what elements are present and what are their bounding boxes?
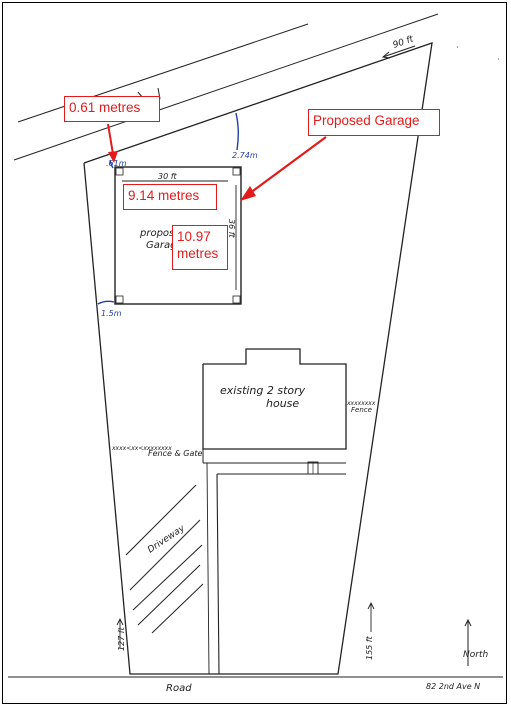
garage-depth-hand: 36 ft [227,219,236,239]
fence-right-label: Fence [351,406,372,414]
garage-label-2: Garag [146,240,176,251]
garage-corner-bl [115,295,124,304]
driveway-hatch-4 [137,564,201,626]
left-dim-arrowhead [116,617,124,626]
proposed-garage-callout: Proposed Garage [308,109,440,136]
setback-side-line [235,112,239,151]
fence-marks-left: xxxx<xx<xxxxxxxx [111,445,172,452]
setback-front-callout: 0.61 metres [64,96,160,122]
lot-top-dimension: 90 ft [392,34,416,50]
garage-corner-br [232,295,241,304]
fence-marks-right: xxxxxxxx [346,400,376,407]
depth-callout: 10.97 metres [172,225,228,270]
proposed-garage-outline [114,166,242,305]
garage-corner-tr [232,167,241,176]
driveway-inner-edge [206,462,210,675]
garage-label-1: propose [139,228,180,239]
setback-rear-hand: 1.5m [101,309,122,318]
address-label: 82 2nd Ave N [426,682,480,691]
red-arrowhead-setback [108,151,118,163]
house-label-1: existing 2 story [220,384,306,397]
road-label: Road [166,683,192,694]
left-dimension: 127 ft [117,626,126,651]
setback-front-hand: .61m [106,159,127,168]
house-label-2: house [266,397,299,410]
driveway-hatch-3 [132,544,203,611]
page-frame [2,2,507,704]
driveway-hatch-5 [151,583,204,634]
lot-dot-2: · [497,55,500,64]
top-dim-arrowhead [381,51,391,59]
existing-house-outline [202,348,347,450]
red-arrow-setback [107,123,114,155]
north-arrowhead [464,618,472,627]
setback-front-arc [109,159,114,169]
width-callout: 9.14 metres [123,184,217,210]
street-line-lower [13,13,439,161]
fence-gate-label: Fence & Gate [148,449,202,458]
driveway-hatch-1 [125,484,197,556]
garage-corner-tl [115,167,124,176]
street-line-upper [17,23,309,123]
lot-boundary [83,42,433,675]
depth-callout-value: 10.97 [177,229,211,244]
driveway-hatch-2 [129,519,201,591]
lot-dot-1: · [456,43,459,52]
garage-width-hand: 30 ft [158,172,178,181]
driveway-right-edge [216,473,220,675]
top-dim-arrow [382,45,416,58]
right-dimension: 155 ft [365,635,374,660]
setback-side-hand: 2.74m [232,151,258,160]
depth-callout-unit: metres [177,246,219,261]
red-arrow-garage [245,136,327,197]
north-label: North [463,650,488,660]
setback-rear-arc [97,300,115,305]
right-dim-arrowhead [367,601,375,610]
red-arrowhead-garage [240,186,256,201]
